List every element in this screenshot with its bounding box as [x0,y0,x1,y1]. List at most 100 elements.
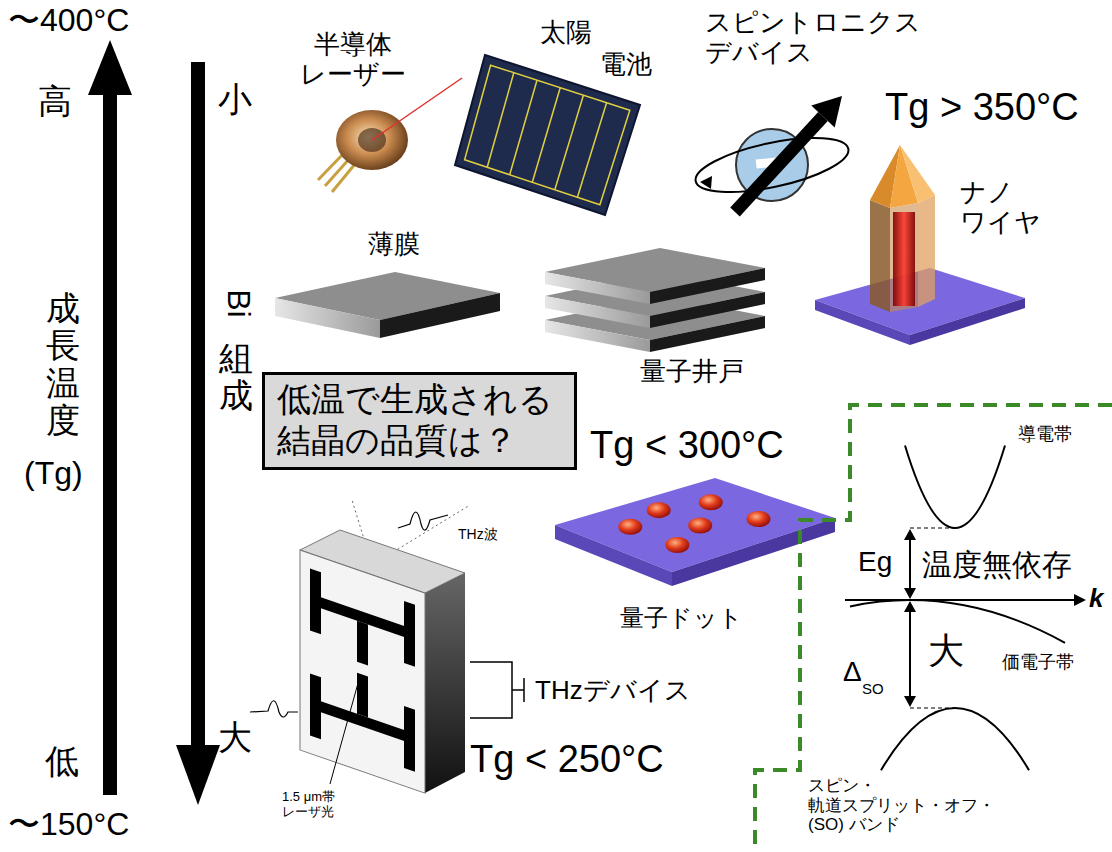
thz-device-icon [470,662,512,718]
thin-film-icon [275,298,380,338]
quantum-well-icon [545,272,650,304]
device-label: スピントロニクス デバイス [705,8,921,68]
quantum-dot-icon [699,494,723,510]
quantum-well-icon [545,248,765,304]
nanowire-icon [815,145,1025,345]
solar-cell-icon [555,95,584,190]
quantum-dot-icon [618,519,642,535]
solar-cell-icon [510,80,537,175]
nanowire-icon [870,200,890,312]
thz-device-icon [404,706,415,772]
axis-end-label: 高 [38,82,72,121]
thin-film-icon [380,293,500,338]
nanowire-icon [900,145,935,203]
laser-label: 1.5 μm帯 レーザ光 [282,790,352,820]
thz-device-icon [300,550,425,793]
axis-title: 成長温度 [46,290,80,440]
band-diagram [909,610,911,698]
band-label: 導電帯 [1018,424,1072,445]
band-diagram [881,708,1029,770]
thz-device-icon [512,689,524,691]
spin-icon [735,117,823,213]
device-label: THzデバイス [535,676,691,706]
solar-cell-icon [465,65,630,205]
nanowire-icon [918,195,935,307]
structure-label: 薄膜 [368,230,420,260]
spin-icon [811,96,842,127]
gap-symbol: Eg [858,546,892,578]
split-symbol: Δ [843,656,862,688]
thz-device-icon [250,701,298,717]
band-diagram [904,529,916,540]
spin-icon [700,176,712,189]
nanowire-icon [893,212,915,306]
band-diagram [904,696,916,707]
axis-symbol: k [1089,584,1103,614]
axis-arrow [176,745,220,805]
quantum-well-icon [650,268,765,304]
thz-device-icon [398,512,448,530]
temperature-label: 〜400°C [8,2,129,39]
divider-line [755,405,1112,852]
laser-icon [332,164,355,192]
temperature-label: 〜150°C [8,806,129,843]
thz-device-icon [310,673,321,739]
quantum-well-icon [545,248,765,352]
band-label: 価電子帯 [1002,652,1074,673]
device-label: 電池 [600,50,652,80]
band-diagram [1074,594,1086,606]
temperature-condition: Tg < 300°C [590,424,784,468]
band-diagram [910,528,955,529]
band-note: 大 [928,630,964,671]
laser-icon [325,158,350,186]
axis-arrow [103,90,117,795]
temperature-condition: Tg > 350°C [885,86,1079,130]
nanowire-icon [910,298,1025,345]
solar-cell-icon [487,73,514,168]
quantum-dot-icon [688,518,712,534]
question-box: 低温で生成される 結晶の品質は？ [262,372,577,470]
thin-film-icon [275,272,500,338]
thz-device-icon [523,678,525,702]
band-diagram [845,599,1076,601]
split-subscript: SO [862,680,884,697]
device-label: 半導体 レーザー [300,30,406,90]
quantum-dot-icon [672,518,835,586]
thz-device-icon [310,697,415,744]
thz-device-icon [330,676,360,784]
solar-cell-icon [532,88,560,183]
structure-label: 量子井戸 [640,357,744,387]
quantum-dot-icon [555,525,672,586]
band-diagram [845,446,1086,771]
axis-title: 組成 [219,340,253,415]
wave-label: THz波 [458,526,498,542]
quantum-dot-icon [665,537,689,553]
axis-end-label: 大 [218,718,252,757]
quantum-dot-icon [555,478,835,572]
band-note: 温度無依存 [922,548,1072,583]
divider-line [755,405,1112,852]
quantum-dot-icon [555,478,835,586]
thz-device-icon [425,573,465,793]
nanowire-icon [890,203,918,312]
band-diagram [905,446,1005,529]
axis-arrow [88,40,220,805]
quantum-dot-icon [647,502,671,518]
axis-title: (Tg) [24,455,83,492]
structure-label: 量子ドット [620,604,743,632]
band-diagram [904,601,916,612]
band-label: スピン・ 軌道スプリット・オフ・ (SO) バンド [808,776,1004,835]
quantum-dot-icon [747,511,771,527]
axis-end-label: 低 [45,742,79,781]
laser-icon [318,78,462,192]
thz-device-icon [300,550,425,793]
solar-cell-icon [577,103,606,198]
band-diagram [904,588,916,599]
structure-label: ナノ ワイヤ [960,178,1041,238]
band-diagram [909,538,911,590]
axis-arrow [88,40,132,95]
box-text: 低温で生成される 結晶の品質は？ [277,379,559,461]
device-label: 太陽 [540,18,592,48]
axis-end-label: 小 [218,80,252,119]
temperature-condition: Tg < 250°C [470,738,664,782]
